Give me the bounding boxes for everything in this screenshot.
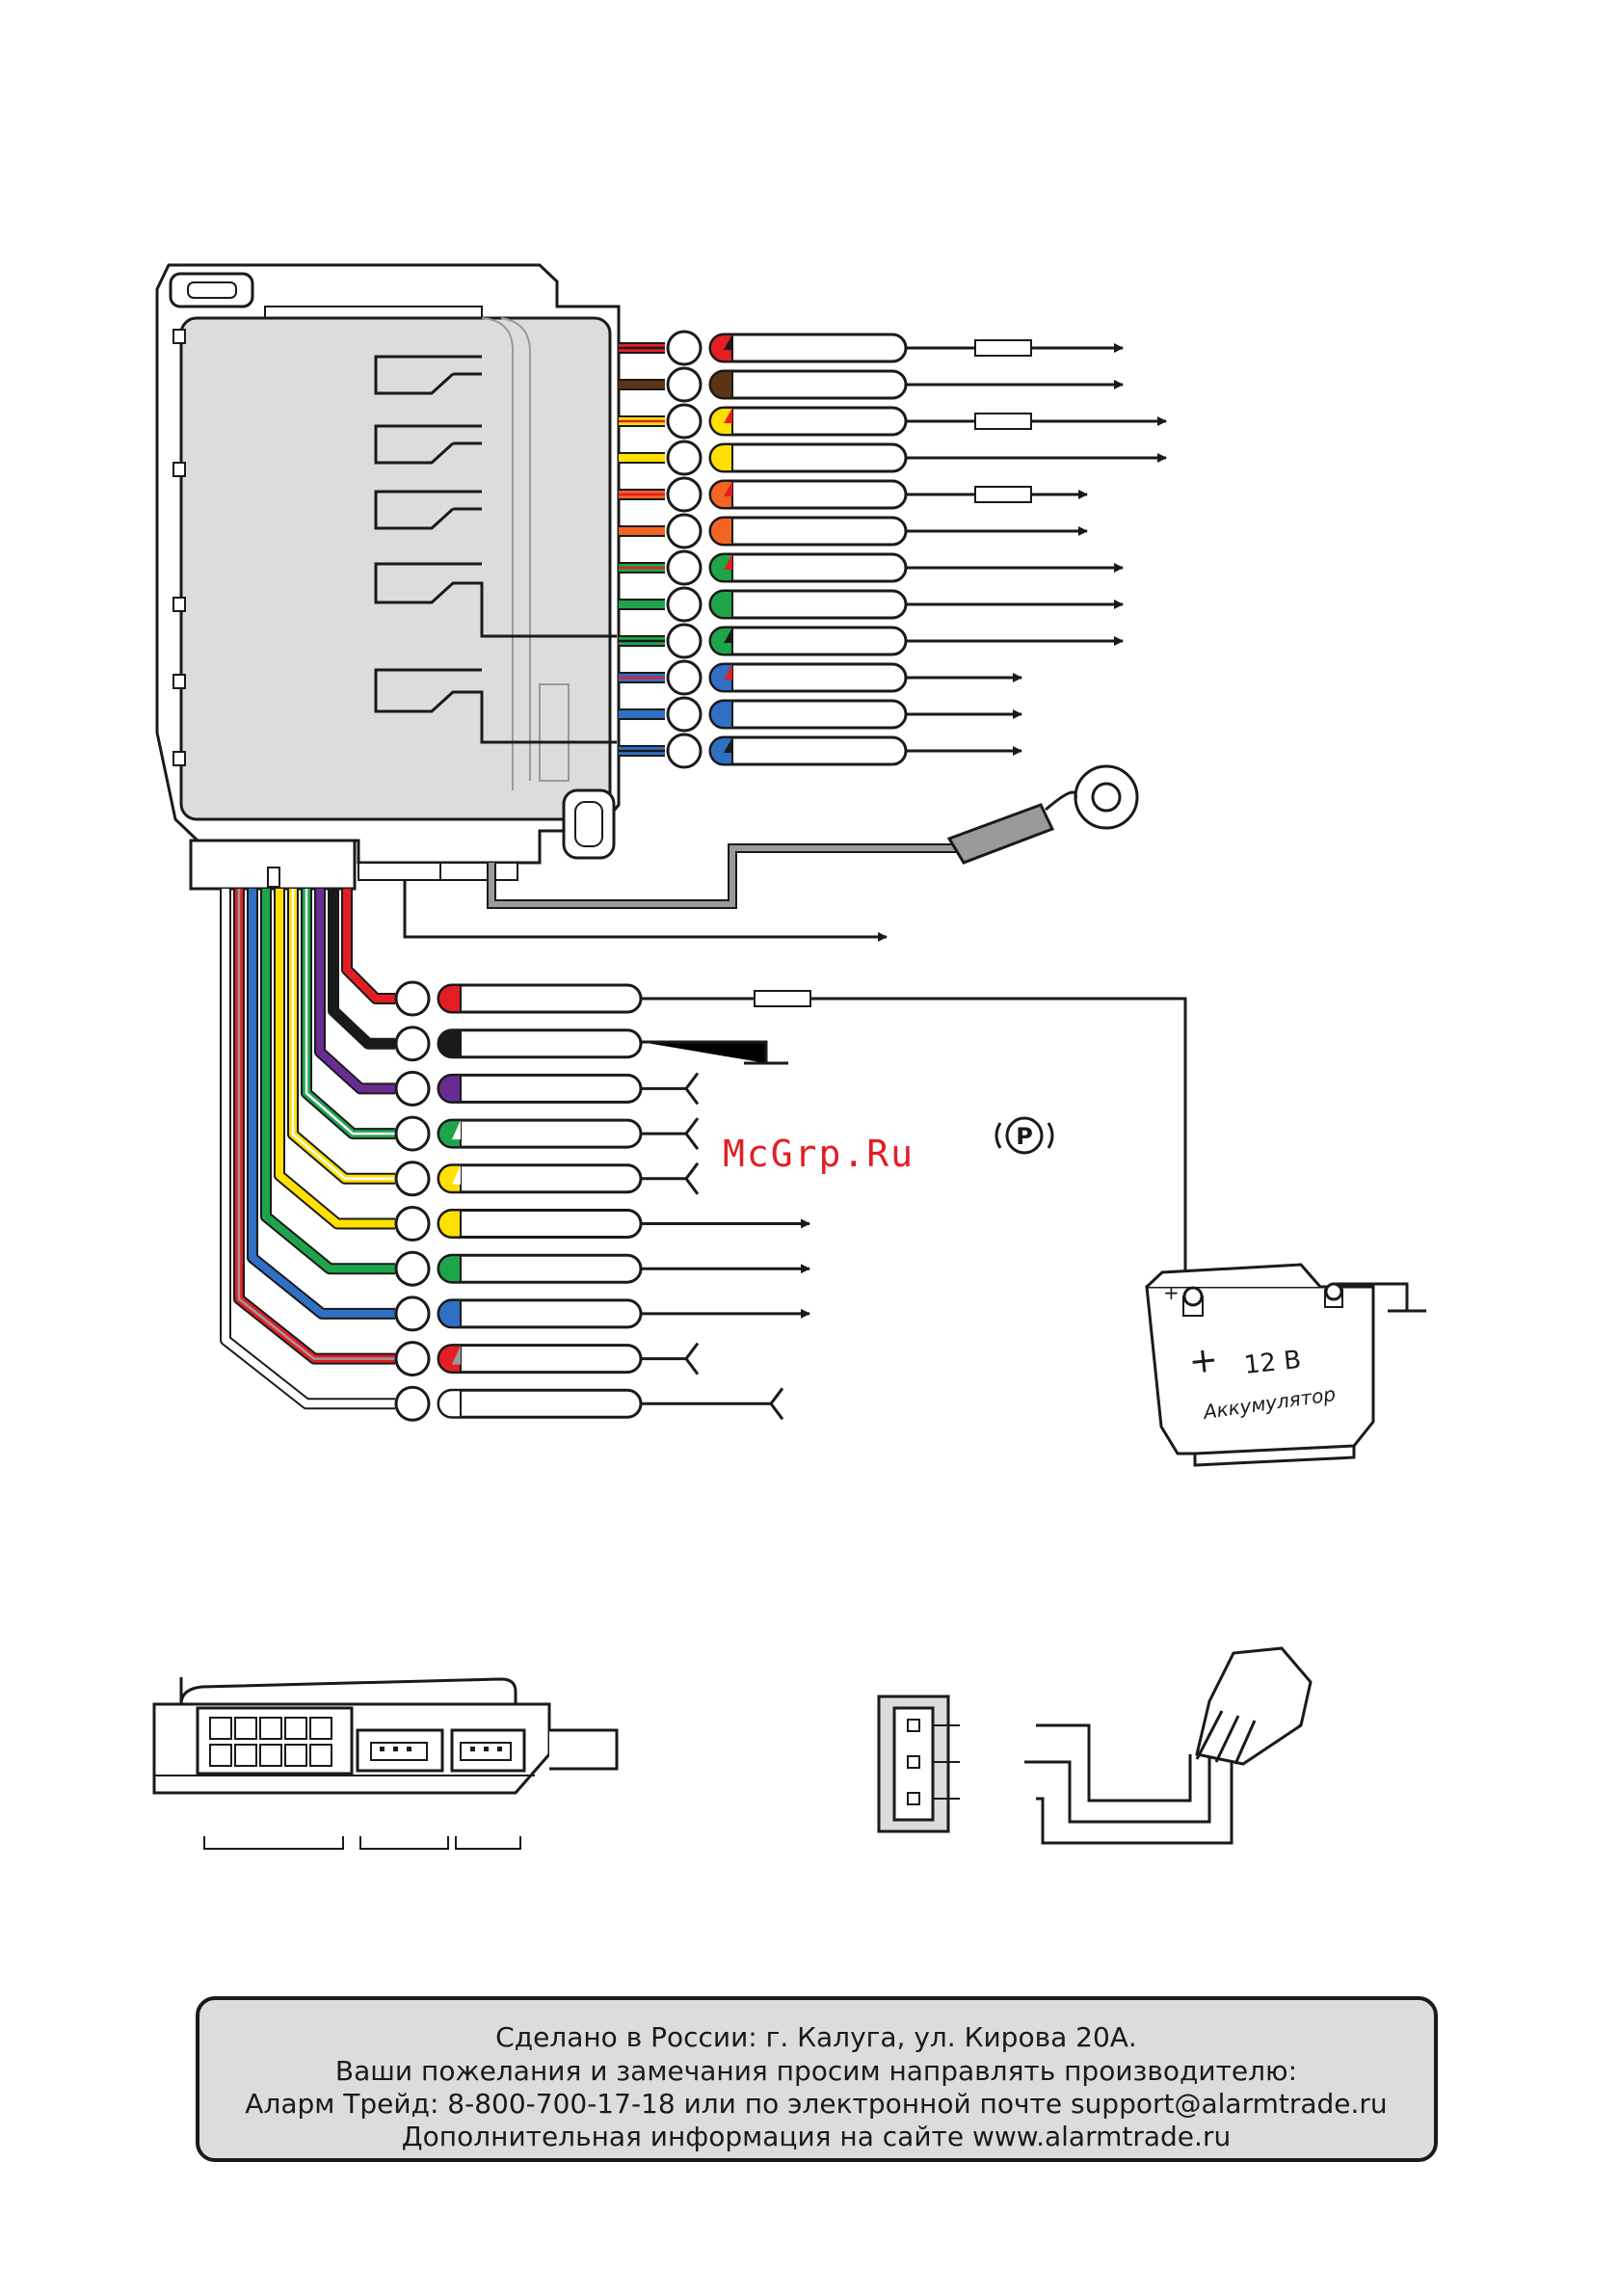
wire-label-box [710,664,906,691]
footer-line-1: Сделано в России: г. Калуга, ул. Кирова … [495,2021,1137,2053]
fork-terminal-icon [686,1344,698,1375]
sensor-connector [879,1648,1311,1843]
battery-voltage: 12 В [1243,1346,1303,1380]
svg-text:P: P [1016,1123,1033,1150]
ground-symbol [641,1042,788,1063]
footer-box: Сделано в России: г. Калуга, ул. Кирова … [198,1998,1436,2160]
terminal-circle [396,1208,429,1241]
wire-label-box [710,371,906,398]
wire-label-box [438,1300,641,1327]
right-wire-5 [619,478,1087,511]
terminal-circle [396,982,429,1015]
terminal-circle [668,698,701,731]
wire-label-box [710,334,906,361]
wire-label-box [438,1211,641,1238]
terminal-circle [396,1387,429,1420]
positive-terminal [1184,1288,1202,1305]
right-wire-3 [619,405,1166,438]
terminal-circle [668,734,701,767]
terminal-circle [396,1028,429,1060]
terminal-circle [396,1297,429,1330]
connector-view [154,1677,617,1849]
terminal-circle [668,661,701,694]
right-wire-1 [619,332,1123,364]
terminal-circle [396,1162,429,1195]
terminal-circle [668,478,701,511]
wire-label-box [710,627,906,654]
wire-label-box [710,737,906,764]
right-wire-9 [619,625,1123,657]
terminal-circle [668,368,701,401]
wire-label-box [710,481,906,508]
terminal-circle [396,1117,429,1150]
battery-plus-sign: + [1187,1340,1220,1382]
wire-label-box [438,1120,641,1147]
wire-label-box [710,554,906,581]
bracket-main [204,1836,343,1849]
terminal-circle [668,588,701,621]
wire-label-box [710,444,906,471]
fork-terminal-icon [686,1073,698,1104]
right-wire-harness [619,332,1166,767]
wire-label-box [438,1390,641,1417]
fuse-icon [975,487,1031,502]
wire-label-box [710,701,906,728]
terminal-circle [668,441,701,474]
wire-label-box [710,591,906,618]
fork-terminal-icon [771,1388,782,1419]
bracket-small-2 [456,1836,520,1849]
bottom-wire-4 [306,889,698,1150]
wire-label-box [438,1165,641,1192]
right-wire-2 [619,368,1123,401]
terminal-circle [668,551,701,584]
right-wire-7 [619,551,1123,584]
terminal-circle [668,405,701,438]
parking-brake-icon: P [996,1118,1052,1153]
wire-label-box [438,985,641,1012]
footer-line-4: Дополнительная информация на сайте www.a… [402,2121,1231,2152]
terminal-circle [668,332,701,364]
small-connector-1 [358,863,440,880]
terminal-circle [396,1343,429,1375]
right-wire-6 [619,515,1087,547]
right-wire-10 [619,661,1021,694]
right-wire-11 [619,698,1021,731]
wire-label-box [710,408,906,435]
terminal-circle [396,1252,429,1285]
battery: + + 12 В Аккумулятор [1147,1265,1426,1465]
control-unit [157,265,619,889]
wire-label-box [710,518,906,545]
fuse-icon [975,340,1031,356]
wire-label-box [438,1255,641,1282]
right-wire-8 [619,588,1123,621]
terminal-circle [396,1072,429,1105]
fuse-icon [975,414,1031,429]
wire-label-box [438,1346,641,1373]
battery-terminal-plus: + [1163,1281,1180,1304]
watermark: McGrp.Ru [723,1133,915,1175]
fork-terminal-icon [686,1118,698,1149]
terminal-circle [668,515,701,547]
negative-terminal [1326,1284,1341,1299]
terminal-circle [668,625,701,657]
wire-label-box [438,1030,641,1057]
right-wire-4 [619,441,1166,474]
fork-terminal-icon [686,1163,698,1194]
footer-line-2: Ваши пожелания и замечания просим направ… [335,2055,1297,2087]
right-wire-12 [619,734,1021,767]
bottom-wire-2 [333,889,641,1060]
footer-line-3: Аларм Трейд: 8-800-700-17-18 или по элек… [245,2088,1387,2120]
wire-label-box [438,1075,641,1102]
bracket-small-1 [360,1836,448,1849]
small-connector-2 [440,863,517,880]
